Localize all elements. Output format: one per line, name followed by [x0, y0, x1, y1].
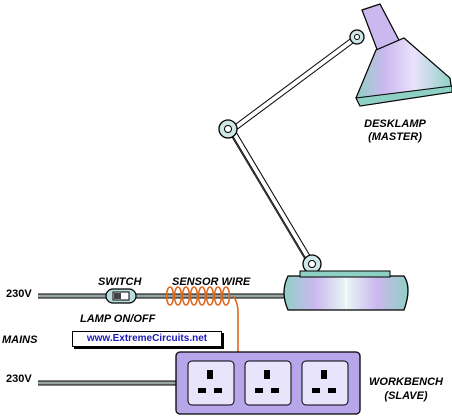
slave-label: (SLAVE) [384, 390, 428, 402]
watermark-url: www.ExtremeCircuits.net [72, 331, 222, 347]
lamp-base [283, 270, 409, 311]
sensor-wire-label: SENSOR WIRE [172, 276, 251, 288]
voltage-top-label: 230V [6, 288, 32, 300]
master-label: (MASTER) [368, 131, 422, 143]
lamp-shade [355, 3, 452, 107]
desklamp-label: DESKLAMP [364, 118, 426, 130]
switch-label: SWITCH [98, 276, 142, 288]
sensor-wire-coil [165, 286, 239, 352]
inline-switch [105, 288, 137, 304]
lamp-arm [228, 34, 359, 267]
lamp-onoff-label: LAMP ON/OFF [80, 313, 156, 325]
workbench-label: WORKBENCH [369, 376, 443, 388]
voltage-bottom-label: 230V [6, 373, 32, 385]
power-strip [175, 351, 361, 415]
lamp-joints [218, 29, 365, 274]
mains-label: MAINS [2, 334, 38, 346]
